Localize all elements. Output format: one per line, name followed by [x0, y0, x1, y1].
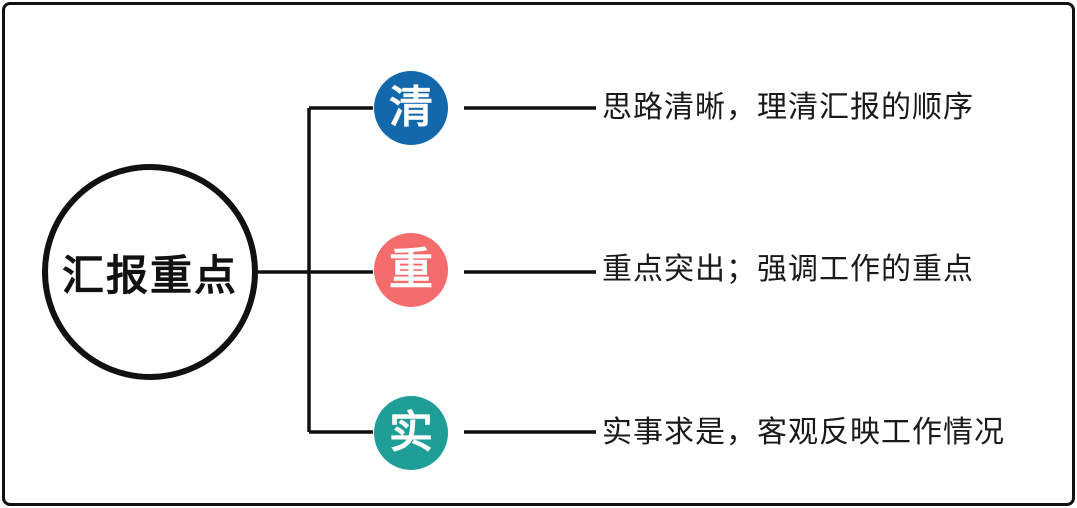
branch-key-label-zhong: 重: [389, 245, 433, 294]
branch-node-circle-zhong: 重: [374, 233, 448, 307]
root-node-circle: 汇报重点: [42, 164, 258, 380]
left-branch-lines: [258, 106, 373, 434]
branch-text-zhong: 重点突出；强调工作的重点: [602, 253, 974, 286]
root-node-label: 汇报重点: [61, 251, 238, 299]
branch-key-label-shi: 实: [389, 408, 433, 457]
branch-node-circle-shi: 实: [374, 396, 448, 470]
branch-text-qing: 思路清晰，理清汇报的顺序: [602, 91, 974, 124]
branch-key-label-qing: 清: [389, 83, 433, 132]
branch-node-circle-qing: 清: [374, 71, 448, 145]
branch-text-shi: 实事求是，客观反映工作情况: [602, 416, 1005, 449]
right-branch-lines: [464, 106, 596, 434]
